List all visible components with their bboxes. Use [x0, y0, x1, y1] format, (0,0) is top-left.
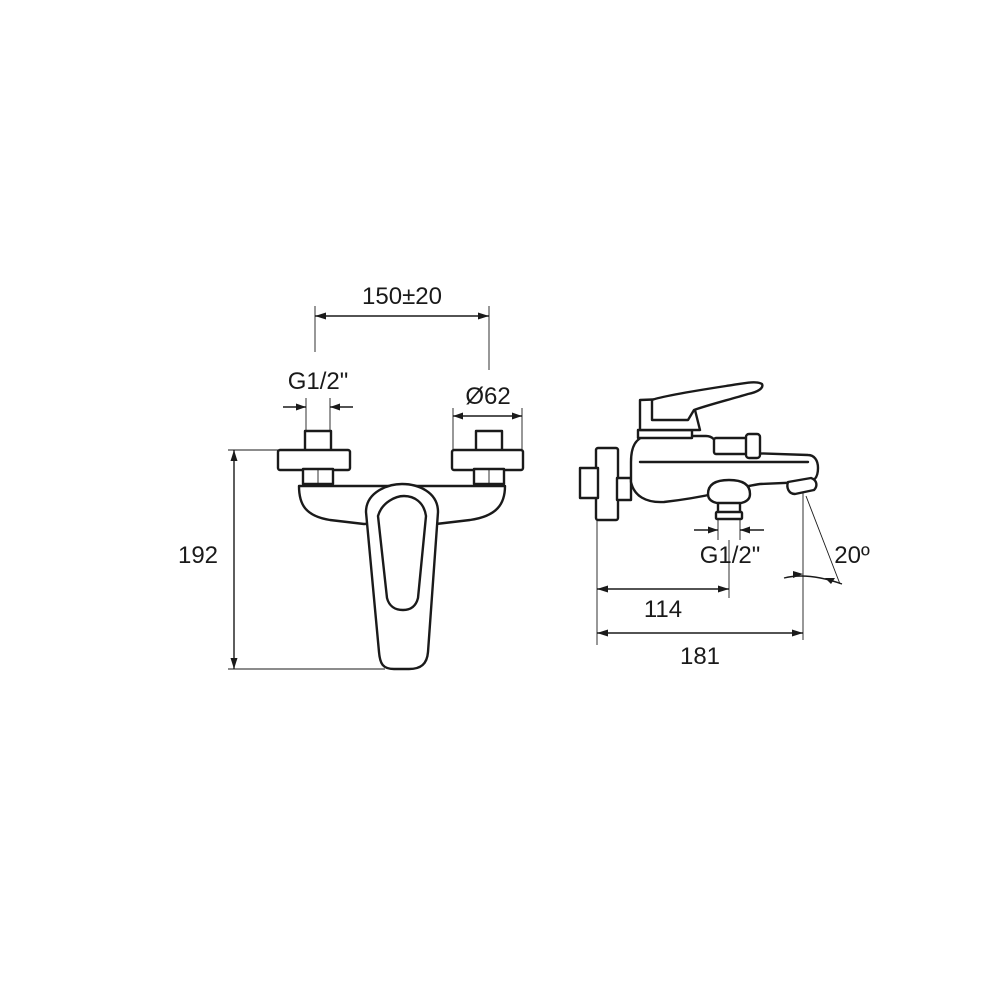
diverter-knob: [712, 432, 762, 460]
escutcheon-dimension: Ø62: [452, 383, 523, 450]
angle-label: 20º: [834, 542, 870, 569]
side-view: G1/2" 20º 114 181: [578, 381, 870, 670]
spout-outlet: [786, 476, 818, 496]
lever-handle-inner: [376, 494, 428, 612]
mixer-body-side: [629, 434, 820, 504]
outlet-thread-label: G1/2": [700, 542, 761, 569]
projection-dimension: 181: [597, 629, 803, 670]
escutcheon-diameter-label: Ø62: [465, 383, 510, 410]
projection-label: 181: [680, 643, 720, 670]
spacing-label: 150±20: [362, 283, 442, 310]
inlet-thread-label: G1/2": [288, 368, 349, 395]
shower-outlet-fitting: [706, 478, 752, 521]
wall-escutcheon: [578, 446, 633, 522]
spacing-dimension: 150±20: [314, 283, 490, 370]
outlet-thread-dimension: G1/2": [694, 519, 764, 569]
outlet-offset-dimension: 114: [596, 520, 730, 645]
front-view: 150±20 G1/2" Ø62 192: [178, 283, 525, 671]
right-inlet-connector: [450, 429, 525, 486]
lever-handle-front: [364, 482, 440, 671]
height-dimension: 192: [178, 449, 385, 670]
cartridge-lever-side: [636, 381, 764, 440]
inlet-thread-dimension: G1/2": [283, 368, 353, 432]
height-label: 192: [178, 542, 218, 569]
outlet-offset-label: 114: [644, 596, 682, 623]
spray-angle-dimension: 20º: [783, 492, 870, 640]
left-inlet-connector: [276, 429, 352, 486]
